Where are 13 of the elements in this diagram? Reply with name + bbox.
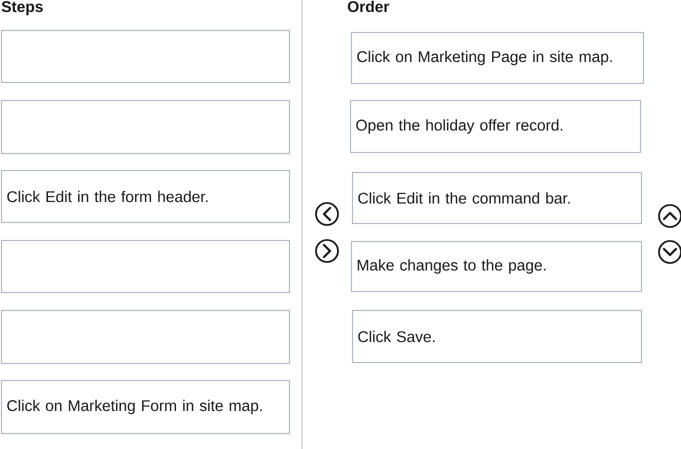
empty-box — [1, 240, 290, 293]
column-heading: Steps — [2, 1, 43, 16]
empty-box — [1, 310, 290, 364]
step-box: Click Edit in the command bar. — [352, 172, 642, 224]
column-heading: Order — [348, 0, 390, 12]
step-box: Click on Marketing Form in site map. — [1, 380, 290, 434]
step-box: Open the holiday offer record. — [350, 100, 641, 153]
empty-box — [1, 30, 290, 83]
step-box: Make changes to the page. — [351, 241, 642, 292]
step-box: Click on Marketing Page in site map. — [351, 32, 644, 84]
empty-box — [1, 100, 290, 154]
step-box: Click Edit in the form header. — [1, 170, 290, 223]
step-box: Click Save. — [352, 310, 642, 363]
